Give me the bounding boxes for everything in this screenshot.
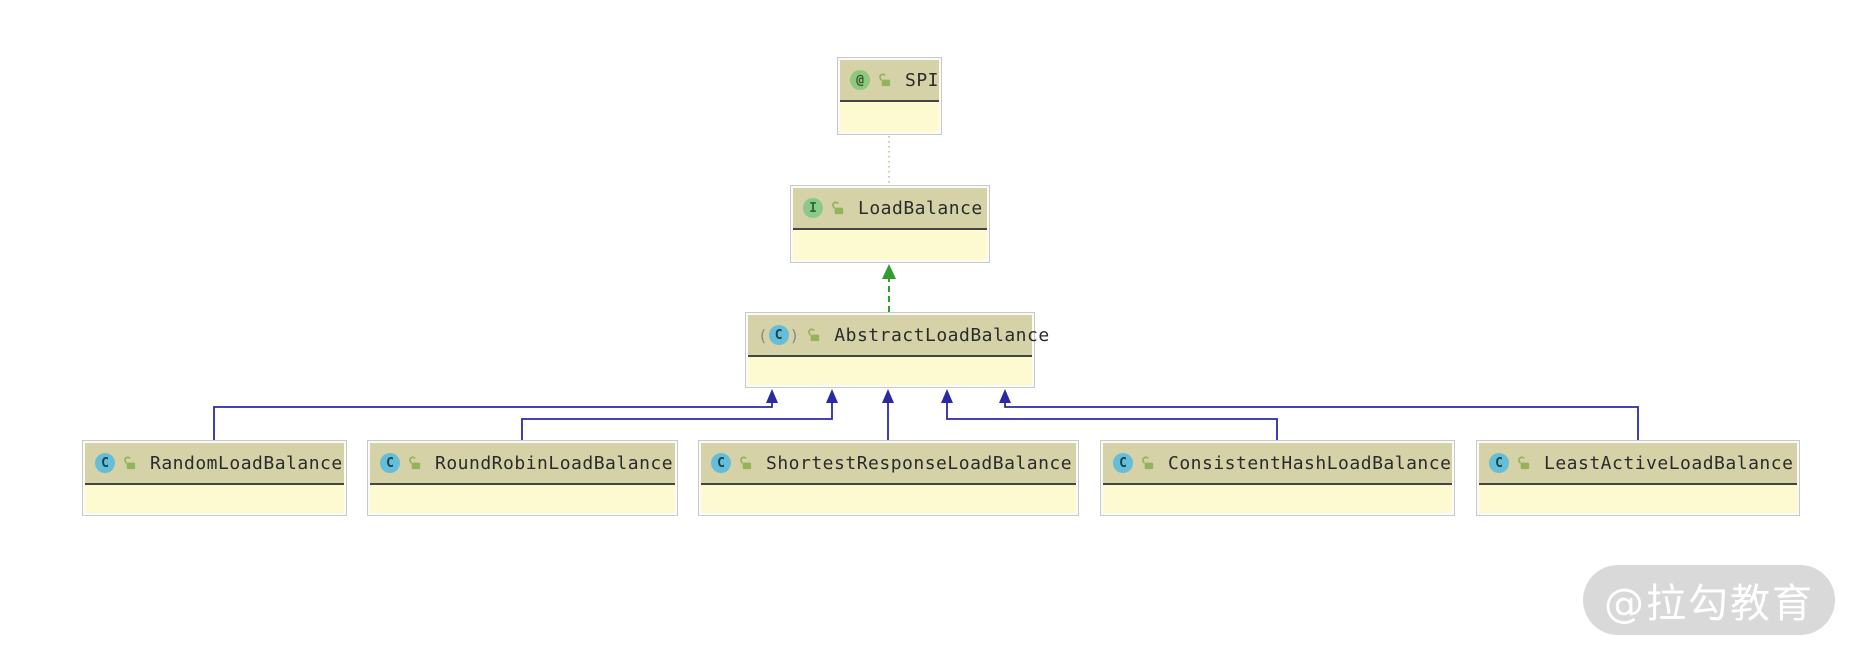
node-label: AbstractLoadBalance bbox=[834, 324, 1050, 346]
node-body bbox=[793, 230, 987, 260]
open-lock-icon bbox=[806, 328, 821, 343]
watermark-badge: @拉勾教育 bbox=[1583, 565, 1835, 635]
node-body bbox=[1103, 485, 1452, 513]
node-header: C ConsistentHashLoadBalance bbox=[1103, 443, 1452, 485]
node-label: LoadBalance bbox=[858, 197, 983, 219]
extends-arrowhead-roundrobin bbox=[826, 389, 838, 403]
class-icon: C bbox=[1113, 453, 1133, 473]
extends-arrowhead-leastactive bbox=[999, 389, 1011, 403]
open-lock-icon bbox=[738, 456, 753, 471]
node-label: RoundRobinLoadBalance bbox=[435, 452, 674, 474]
abstract-class-icon: ( C ) bbox=[758, 325, 800, 345]
node-body bbox=[701, 485, 1076, 513]
node-header: ( C ) AbstractLoadBalance bbox=[748, 315, 1049, 357]
node-label: ConsistentHashLoadBalance bbox=[1168, 452, 1452, 474]
extends-line-consistenthash bbox=[946, 402, 1278, 440]
class-icon: C bbox=[95, 453, 115, 473]
extends-arrowhead-shortestresponse bbox=[882, 389, 894, 403]
extends-arrowhead-random bbox=[766, 389, 778, 403]
class-icon: C bbox=[1489, 453, 1509, 473]
node-label: SPI bbox=[905, 69, 940, 91]
open-lock-icon bbox=[1140, 456, 1155, 471]
node-label: LeastActiveLoadBalance bbox=[1544, 452, 1794, 474]
node-header: @ SPI bbox=[840, 60, 939, 102]
node-body bbox=[85, 485, 344, 513]
node-header: I LoadBalance bbox=[793, 188, 987, 230]
open-lock-icon bbox=[1516, 456, 1531, 471]
node-header: C ShortestResponseLoadBalance bbox=[701, 443, 1076, 485]
uml-node-spi[interactable]: @ SPI bbox=[837, 57, 942, 135]
extends-arrowhead-consistenthash bbox=[941, 389, 953, 403]
node-body bbox=[370, 485, 675, 513]
class-icon: C bbox=[380, 453, 400, 473]
uml-node-consistenthashloadbalance[interactable]: C ConsistentHashLoadBalance bbox=[1100, 440, 1455, 516]
extends-line-roundrobin bbox=[521, 402, 833, 440]
uml-node-leastactiveloadbalance[interactable]: C LeastActiveLoadBalance bbox=[1476, 440, 1800, 516]
uml-node-loadbalance[interactable]: I LoadBalance bbox=[790, 185, 990, 263]
open-lock-icon bbox=[407, 456, 422, 471]
node-label: ShortestResponseLoadBalance bbox=[766, 452, 1073, 474]
annotation-icon: @ bbox=[850, 70, 870, 90]
open-lock-icon bbox=[122, 456, 137, 471]
open-lock-icon bbox=[830, 201, 845, 216]
node-header: C RandomLoadBalance bbox=[85, 443, 344, 485]
uml-node-shortestresponseloadbalance[interactable]: C ShortestResponseLoadBalance bbox=[698, 440, 1079, 516]
uml-node-randomloadbalance[interactable]: C RandomLoadBalance bbox=[82, 440, 347, 516]
extends-line-leastactive bbox=[1004, 402, 1639, 440]
node-header: C LeastActiveLoadBalance bbox=[1479, 443, 1797, 485]
implements-arrowhead bbox=[882, 264, 896, 279]
node-body bbox=[1479, 485, 1797, 513]
node-label: RandomLoadBalance bbox=[150, 452, 343, 474]
extends-line-random bbox=[213, 402, 773, 440]
uml-node-roundrobinloadbalance[interactable]: C RoundRobinLoadBalance bbox=[367, 440, 678, 516]
open-lock-icon bbox=[877, 73, 892, 88]
node-body bbox=[748, 357, 1032, 385]
node-body bbox=[840, 102, 939, 132]
interface-icon: I bbox=[803, 198, 823, 218]
watermark-text: @拉勾教育 bbox=[1604, 581, 1814, 627]
uml-node-abstractloadbalance[interactable]: ( C ) AbstractLoadBalance bbox=[745, 312, 1049, 388]
class-icon: C bbox=[711, 453, 731, 473]
node-header: C RoundRobinLoadBalance bbox=[370, 443, 675, 485]
